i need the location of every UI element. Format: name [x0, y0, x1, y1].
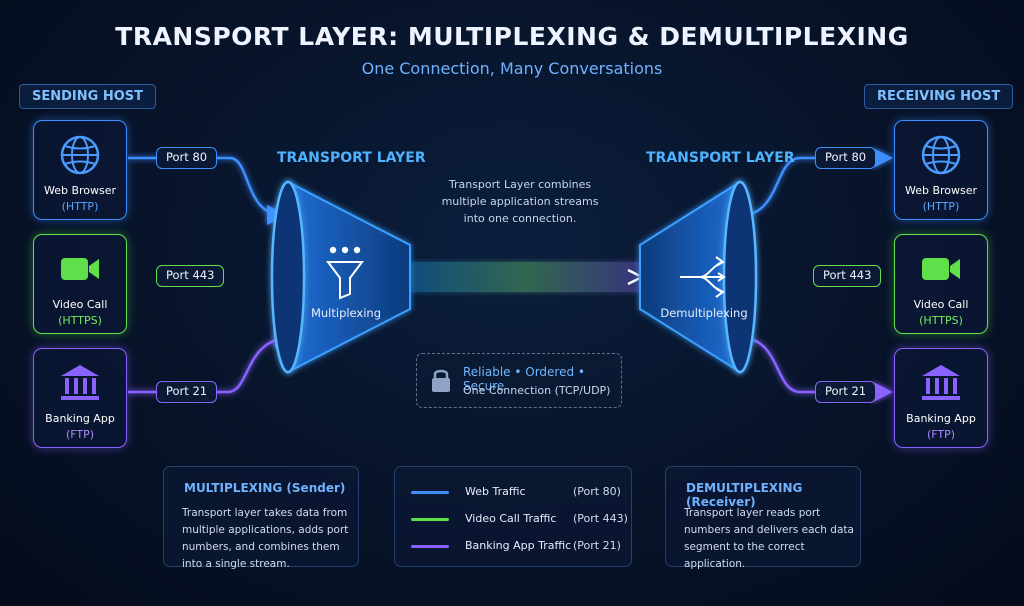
- page-title: TRANSPORT LAYER: MULTIPLEXING & DEMULTIP…: [115, 22, 909, 51]
- legend-swatch-bank: [411, 545, 449, 548]
- legend-port: (Port 21): [573, 539, 621, 552]
- page-subtitle: One Connection, Many Conversations: [361, 59, 663, 78]
- multiplexing-info-card: MULTIPLEXING (Sender) Transport layer ta…: [163, 466, 359, 570]
- app-protocol: (FTP): [65, 428, 95, 441]
- legend-port: (Port 443): [573, 512, 628, 525]
- secure-connection-box: Reliable • Ordered • Secure One Connecti…: [416, 353, 622, 408]
- receiving-host-label: RECEIVING HOST: [864, 84, 1014, 109]
- port-21-pill-right: Port 21: [815, 381, 877, 403]
- video-camera-icon: [61, 258, 99, 280]
- split-arrows-icon: [680, 256, 726, 298]
- multiplexing-funnel: [270, 180, 411, 374]
- funnel-icon: [326, 246, 364, 300]
- receiver-web-browser-card: Web Browser (HTTP): [894, 120, 988, 220]
- left-transport-layer-title: TRANSPORT LAYER: [277, 150, 426, 166]
- legend-label: Web Traffic: [465, 485, 526, 498]
- secure-line-1: Reliable • Ordered • Secure: [463, 365, 585, 393]
- app-protocol: (HTTP): [922, 200, 960, 213]
- legend-label: Banking App Traffic: [465, 539, 572, 552]
- multiplexing-label: Multiplexing: [310, 306, 382, 320]
- demux-card-title: DEMULTIPLEXING (Receiver): [686, 481, 803, 509]
- web-wire-right: [741, 148, 893, 217]
- lock-icon: [432, 369, 450, 392]
- app-protocol: (HTTPS): [919, 314, 963, 327]
- demultiplexing-info-card: DEMULTIPLEXING (Receiver) Transport laye…: [665, 466, 861, 570]
- port-21-pill-left: Port 21: [156, 381, 218, 403]
- app-protocol: (FTP): [926, 428, 956, 441]
- sending-host-label: SENDING HOST: [19, 84, 156, 109]
- legend-card: Web Traffic (Port 80) Video Call Traffic…: [394, 466, 632, 567]
- bank-icon: [61, 365, 99, 400]
- mux-card-title: MULTIPLEXING (Sender): [184, 481, 346, 495]
- legend-swatch-web: [411, 491, 449, 494]
- port-80-pill-right: Port 80: [815, 147, 877, 169]
- legend-port: (Port 80): [573, 485, 621, 498]
- legend-swatch-video: [411, 518, 449, 521]
- app-name: Web Browser: [904, 184, 978, 197]
- mux-card-text: Transport layer takes data from multiple…: [182, 507, 349, 570]
- right-transport-layer-title: TRANSPORT LAYER: [646, 150, 795, 166]
- bank-icon: [922, 365, 960, 400]
- app-name: Video Call: [913, 298, 969, 311]
- video-camera-icon: [922, 258, 960, 280]
- app-name: Video Call: [52, 298, 108, 311]
- receiver-video-call-card: Video Call (HTTPS): [894, 234, 988, 334]
- demultiplexing-label: Demultiplexing: [660, 306, 748, 320]
- web-wire-left: [128, 156, 287, 225]
- sender-video-call-card: Video Call (HTTPS): [33, 234, 127, 334]
- port-443-pill-right: Port 443: [813, 265, 882, 287]
- demux-card-text: Transport layer reads port numbers and d…: [684, 507, 854, 570]
- globe-icon: [921, 135, 961, 175]
- port-443-pill-left: Port 443: [156, 265, 225, 287]
- app-name: Banking App: [45, 412, 115, 425]
- sender-banking-app-card: Banking App (FTP): [33, 348, 127, 448]
- globe-icon: [60, 135, 100, 175]
- center-note: Transport Layer combines multiple applic…: [441, 178, 599, 225]
- sender-web-browser-card: Web Browser (HTTP): [33, 120, 127, 220]
- app-protocol: (HTTPS): [58, 314, 102, 327]
- port-80-pill-left: Port 80: [156, 147, 218, 169]
- app-protocol: (HTTP): [61, 200, 99, 213]
- app-name: Web Browser: [43, 184, 117, 197]
- receiver-banking-app-card: Banking App (FTP): [894, 348, 988, 448]
- legend-label: Video Call Traffic: [465, 512, 557, 525]
- app-name: Banking App: [906, 412, 976, 425]
- bank-wire-right: [741, 336, 893, 402]
- secure-line-2: One Connection (TCP/UDP): [463, 384, 611, 397]
